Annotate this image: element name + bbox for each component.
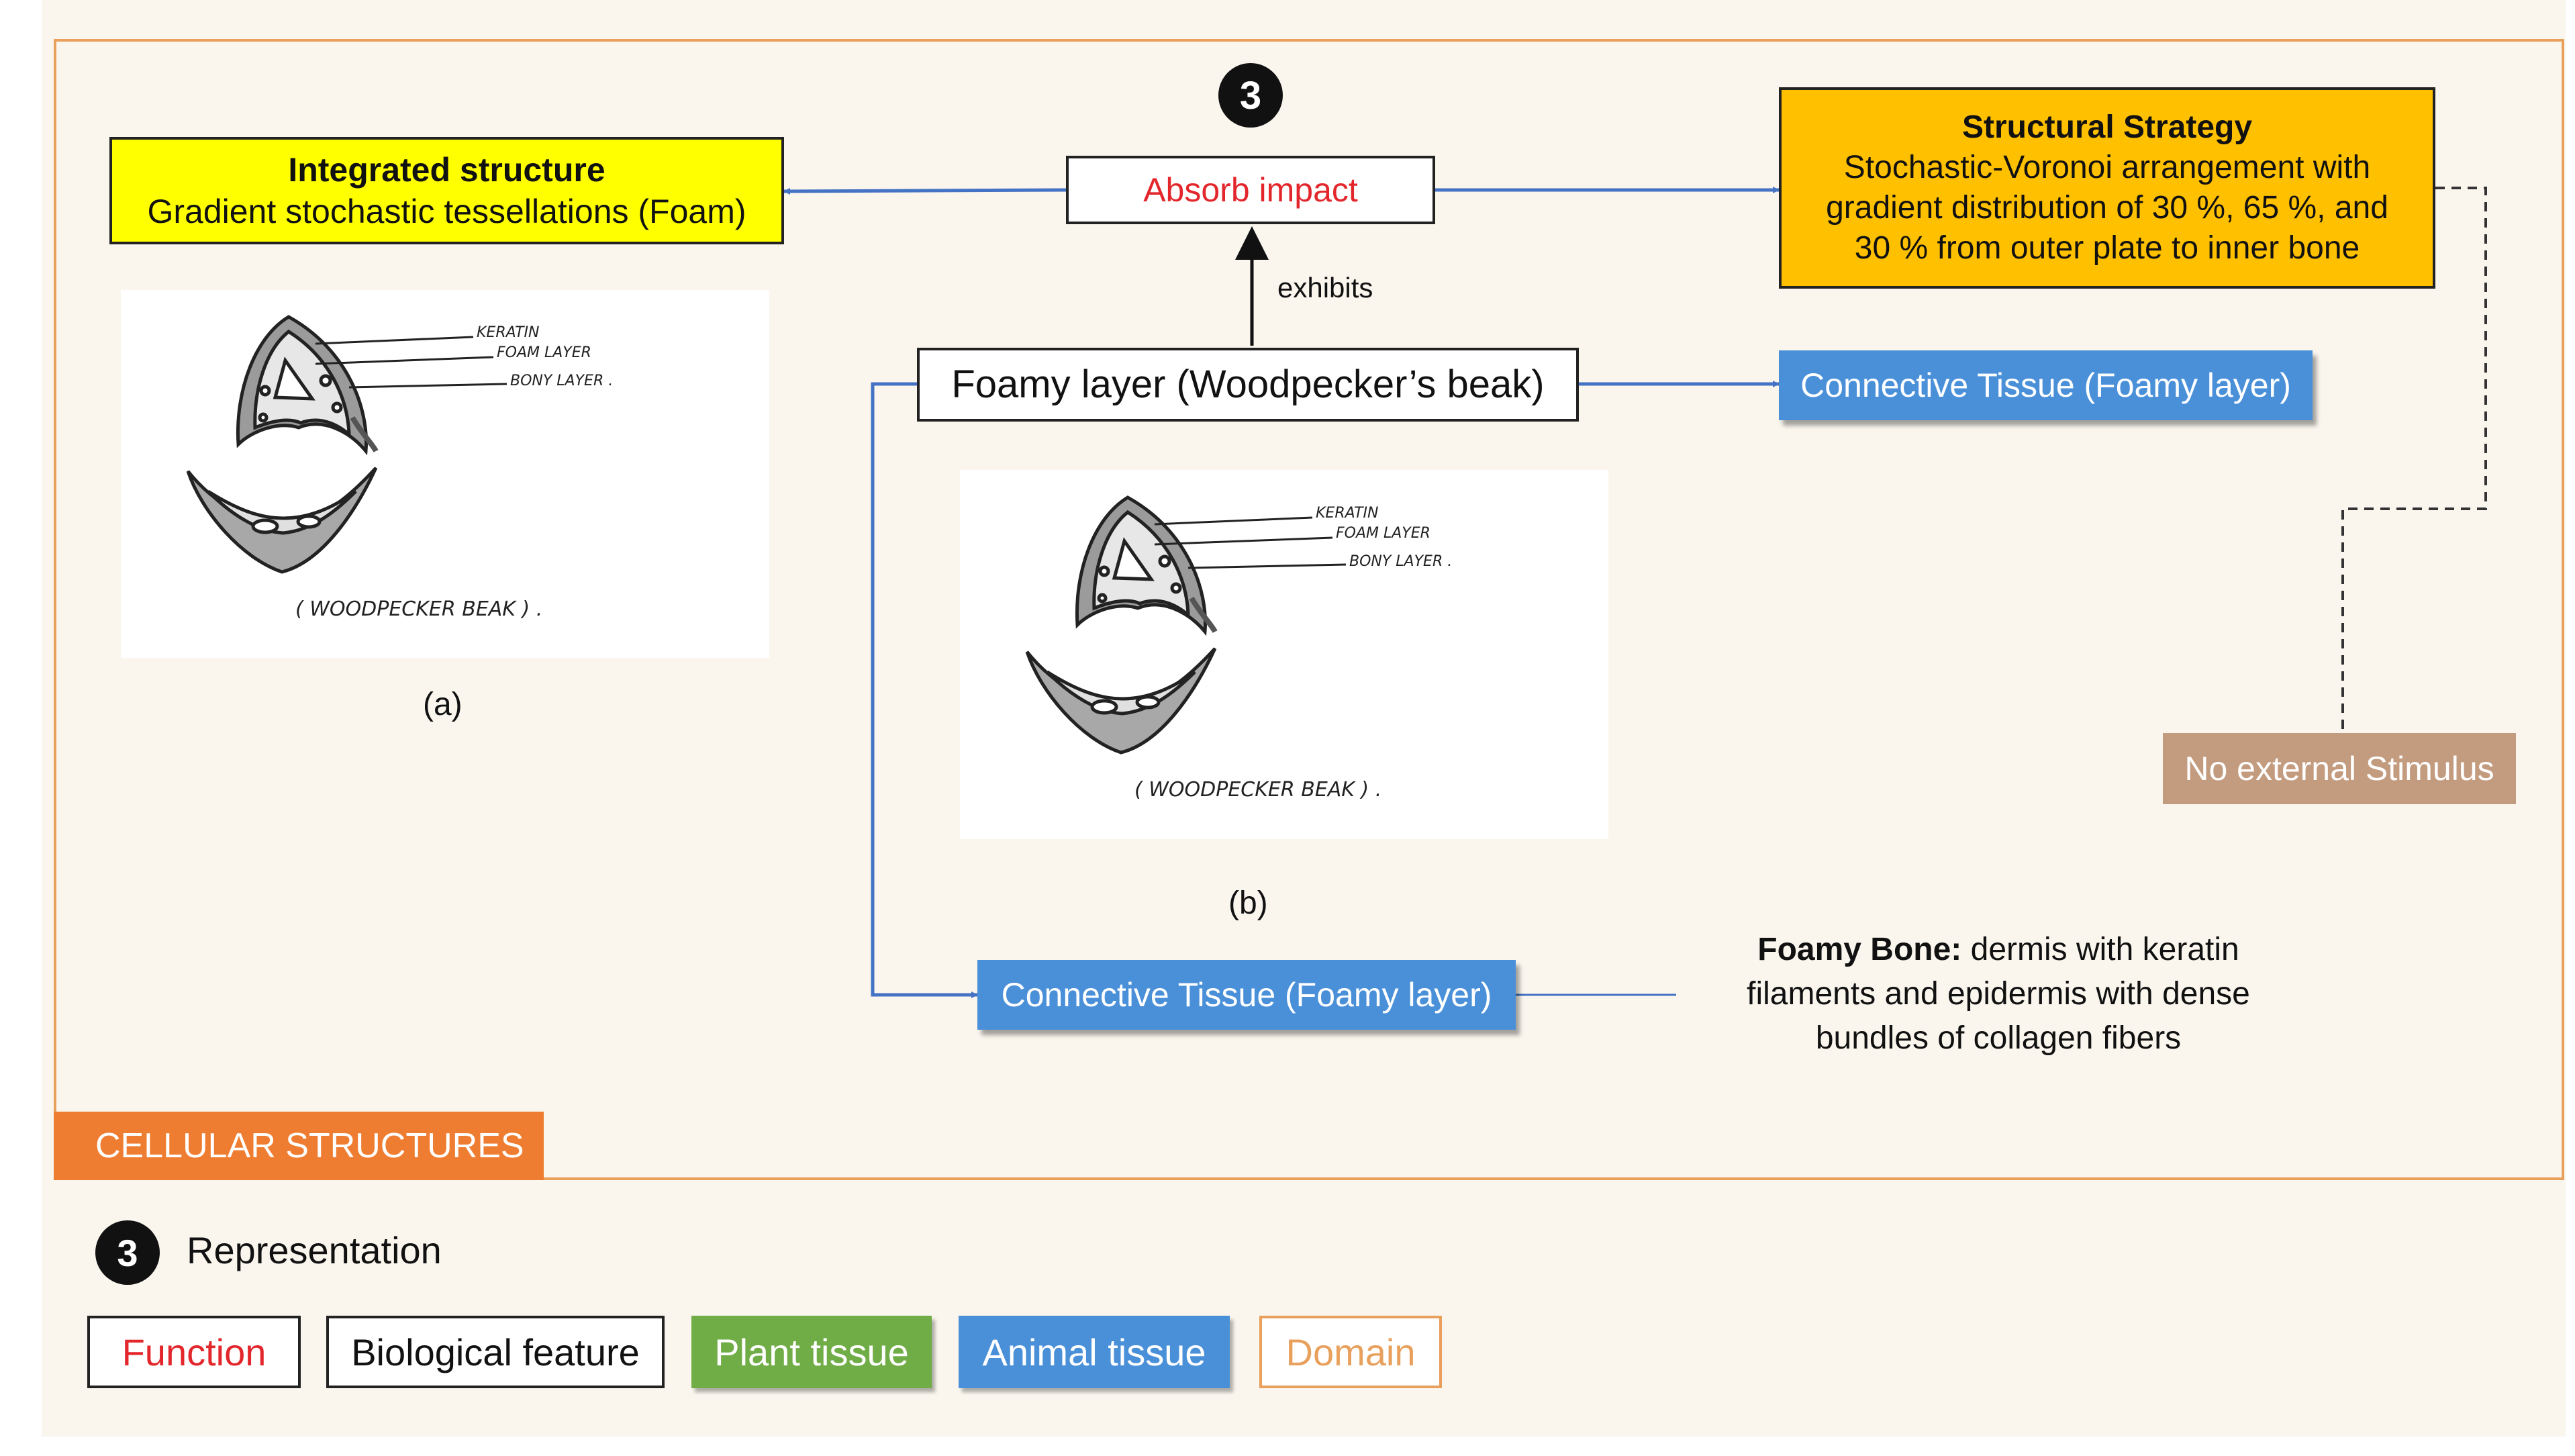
step-badge: 3	[1218, 63, 1283, 128]
sketch-a-caption: ( WOODPECKER BEAK ) .	[295, 597, 542, 621]
foamy-bone-description: Foamy Bone: dermis with keratin filament…	[1676, 928, 2321, 1061]
strategy-line-1: Stochastic-Voronoi arrangement with	[1843, 150, 2371, 185]
lower-beak-drawing-b	[1025, 647, 1217, 755]
legend-biological-feature: Biological feature	[326, 1316, 665, 1388]
sketch-b-label-foam: FOAM LAYER	[1336, 525, 1430, 542]
structural-strategy-box: Structural Strategy Stochastic-Voronoi a…	[1779, 87, 2435, 289]
description-line-1: dermis with keratin	[1961, 932, 2239, 967]
panel-a-caption: (a)	[423, 687, 463, 722]
category-tag: CELLULAR STRUCTURES	[54, 1112, 544, 1180]
connective-tissue-bottom: Connective Tissue (Foamy layer)	[977, 960, 1516, 1030]
function-label: Absorb impact	[1143, 171, 1358, 209]
legend-animal-tissue: Animal tissue	[959, 1316, 1230, 1388]
sketch-b-label-keratin: KERATIN	[1316, 505, 1378, 522]
tissue-bottom-label: Connective Tissue (Foamy layer)	[1001, 975, 1492, 1014]
legend-domain: Domain	[1259, 1316, 1442, 1388]
beak-sketch-panel-a: KERATIN FOAM LAYER BONY LAYER . ( WOODPE…	[121, 290, 769, 658]
upper-beak-drawing-b	[1075, 495, 1218, 636]
beak-sketch-panel-b: KERATIN FOAM LAYER BONY LAYER . ( WOODPE…	[960, 470, 1608, 839]
integrated-structure-text: Gradient stochastic tessellations (Foam)	[147, 193, 746, 230]
legend-animal-tissue-label: Animal tissue	[982, 1330, 1206, 1373]
legend-plant-tissue: Plant tissue	[691, 1316, 932, 1388]
strategy-line-2: gradient distribution of 30 %, 65 %, and	[1826, 190, 2388, 226]
sketch-a-label-foam: FOAM LAYER	[497, 344, 591, 361]
strategy-line-3: 30 % from outer plate to inner bone	[1854, 230, 2360, 266]
tissue-top-label: Connective Tissue (Foamy layer)	[1800, 366, 2291, 404]
function-node: Absorb impact	[1066, 156, 1435, 224]
legend-plant-tissue-label: Plant tissue	[714, 1330, 909, 1373]
sketch-a-label-keratin: KERATIN	[477, 324, 539, 341]
sketch-b-label-bony: BONY LAYER .	[1349, 553, 1452, 570]
description-line-2: filaments and epidermis with dense	[1747, 976, 2250, 1012]
strategy-title: Structural Strategy	[1961, 109, 2253, 145]
legend-biological-feature-label: Biological feature	[351, 1330, 640, 1373]
stimulus-box: No external Stimulus	[2163, 733, 2516, 804]
upper-beak-drawing	[236, 315, 379, 456]
beak-sketch-b: KERATIN FOAM LAYER BONY LAYER . ( WOODPE…	[1025, 495, 1452, 802]
legend-domain-label: Domain	[1285, 1330, 1416, 1373]
integrated-structure-box: Integrated structure Gradient stochastic…	[109, 137, 784, 244]
beak-sketch-a: KERATIN FOAM LAYER BONY LAYER . ( WOODPE…	[186, 315, 613, 621]
feature-node: Foamy layer (Woodpecker’s beak)	[917, 348, 1579, 422]
domain-frame	[54, 39, 2564, 1180]
legend-title: Representation	[187, 1229, 442, 1271]
panel-b-caption: (b)	[1228, 885, 1268, 921]
legend-function-label: Function	[122, 1330, 266, 1373]
stimulus-label: No external Stimulus	[2184, 749, 2494, 787]
sketch-b-caption: ( WOODPECKER BEAK ) .	[1134, 778, 1381, 802]
integrated-structure-title: Integrated structure	[288, 150, 605, 189]
description-line-3: bundles of collagen fibers	[1815, 1020, 2182, 1057]
feature-label: Foamy layer (Woodpecker’s beak)	[951, 362, 1545, 406]
legend-function: Function	[87, 1316, 301, 1388]
description-bold: Foamy Bone:	[1757, 932, 1962, 967]
legend-step-badge: 3	[95, 1220, 160, 1285]
connective-tissue-top: Connective Tissue (Foamy layer)	[1779, 350, 2313, 420]
lower-beak-drawing	[186, 467, 378, 574]
sketch-a-label-bony: BONY LAYER .	[510, 373, 613, 389]
edge-label-exhibits: exhibits	[1277, 272, 1373, 303]
